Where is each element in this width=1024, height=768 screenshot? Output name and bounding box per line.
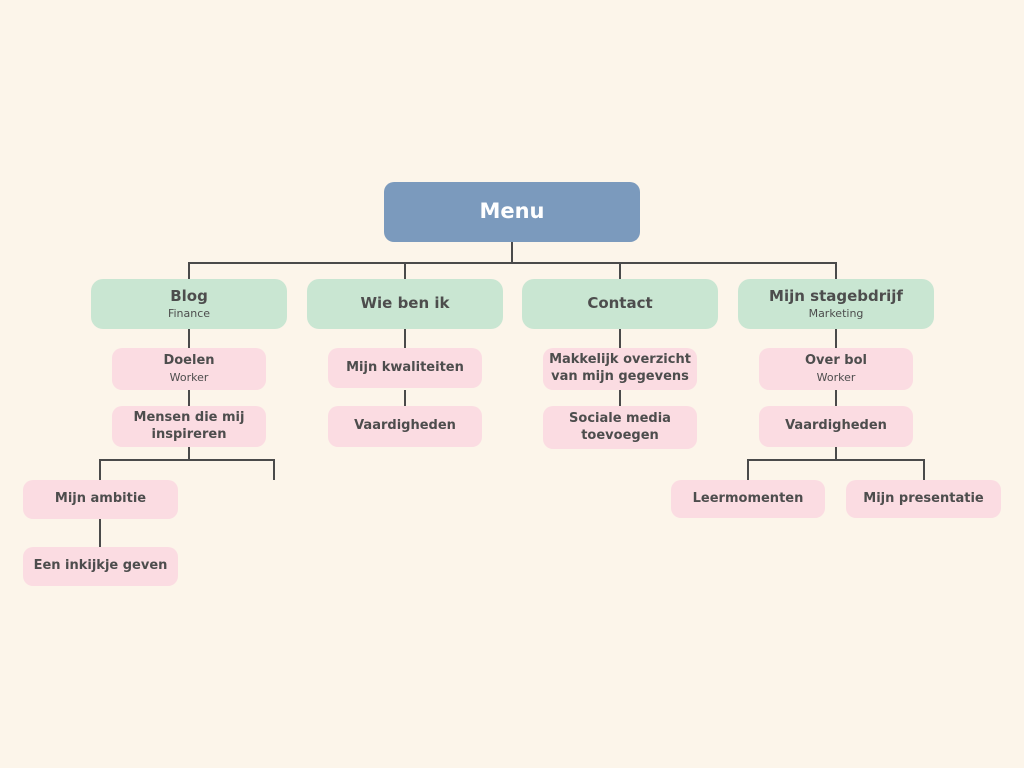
- node-een-inkijkje-geven[interactable]: Een inkijkje geven: [23, 547, 178, 586]
- connector-main-rail: [188, 262, 837, 264]
- connector-stage-3: [835, 447, 837, 461]
- connector-blog-2: [188, 390, 190, 406]
- connector-blog-subrail: [99, 459, 275, 461]
- node-mensen-label: Mensen die mij inspireren: [133, 409, 245, 442]
- connector-stub: [273, 459, 275, 480]
- node-mensen-die-mij-inspireren[interactable]: Mensen die mij inspireren: [112, 406, 266, 447]
- node-mijn-ambitie[interactable]: Mijn ambitie: [23, 480, 178, 519]
- connector-drop-wiebenik: [404, 262, 406, 279]
- connector-drop-leermom: [747, 459, 749, 480]
- node-vaardigheden-wie-label: Vaardigheden: [354, 418, 456, 434]
- node-blog-label: Blog: [170, 286, 208, 305]
- node-leermomenten[interactable]: Leermomenten: [671, 480, 825, 518]
- node-mijn-stagebdrijf[interactable]: Mijn stagebdrijf Marketing: [738, 279, 934, 329]
- node-vaardigheden-stage[interactable]: Vaardigheden: [759, 406, 913, 447]
- node-blog[interactable]: Blog Finance: [91, 279, 287, 329]
- connector-wie-1: [404, 329, 406, 348]
- connector-stage-1: [835, 329, 837, 348]
- node-doelen-label: Doelen: [163, 352, 215, 368]
- connector-drop-ambitie: [99, 459, 101, 480]
- connector-stage-subrail: [747, 459, 925, 461]
- node-mijn-stagebdrijf-subtitle: Marketing: [808, 307, 864, 321]
- node-mijn-ambitie-label: Mijn ambitie: [54, 491, 147, 507]
- node-mijn-presentatie[interactable]: Mijn presentatie: [846, 480, 1001, 518]
- connector-root-drop: [511, 242, 513, 263]
- node-mijn-presentatie-label: Mijn presentatie: [863, 490, 984, 506]
- node-mijn-kwaliteiten[interactable]: Mijn kwaliteiten: [328, 348, 482, 388]
- node-makkelijk-overzicht-label: Makkelijk overzicht van mijn gegevens: [549, 352, 691, 384]
- node-over-bol-label: Over bol: [805, 352, 867, 368]
- connector-wie-2: [404, 390, 406, 406]
- connector-drop-stage: [835, 262, 837, 279]
- node-doelen-subtitle: Worker: [169, 370, 209, 384]
- node-sociale-media[interactable]: Sociale media toevoegen: [543, 406, 697, 449]
- node-menu[interactable]: Menu: [384, 182, 640, 242]
- connector-drop-blog: [188, 262, 190, 279]
- connector-drop-contact: [619, 262, 621, 279]
- node-menu-label: Menu: [479, 199, 545, 224]
- node-wie-ben-ik[interactable]: Wie ben ik: [307, 279, 503, 329]
- node-mijn-stagebdrijf-label: Mijn stagebdrijf: [769, 286, 903, 305]
- connector-contact-2: [619, 390, 621, 406]
- node-mijn-kwaliteiten-label: Mijn kwaliteiten: [346, 359, 464, 375]
- node-over-bol[interactable]: Over bol Worker: [759, 348, 913, 390]
- node-een-inkijkje-geven-label: Een inkijkje geven: [33, 558, 168, 574]
- node-contact-label: Contact: [587, 294, 653, 313]
- node-over-bol-subtitle: Worker: [816, 370, 856, 384]
- node-doelen[interactable]: Doelen Worker: [112, 348, 266, 390]
- connector-blog-3: [188, 447, 190, 461]
- connector-blog-1: [188, 329, 190, 348]
- connector-contact-1: [619, 329, 621, 348]
- node-sociale-media-label: Sociale media toevoegen: [569, 410, 671, 443]
- node-vaardigheden-wie[interactable]: Vaardigheden: [328, 406, 482, 447]
- node-leermomenten-label: Leermomenten: [692, 490, 804, 506]
- connector-stage-2: [835, 390, 837, 406]
- node-wie-ben-ik-label: Wie ben ik: [360, 294, 450, 313]
- node-blog-subtitle: Finance: [167, 307, 211, 321]
- node-makkelijk-overzicht[interactable]: Makkelijk overzicht van mijn gegevens: [543, 348, 697, 390]
- node-contact[interactable]: Contact: [522, 279, 718, 329]
- node-vaardigheden-stage-label: Vaardigheden: [785, 418, 887, 434]
- connector-drop-present: [923, 459, 925, 480]
- connector-blog-4: [99, 519, 101, 547]
